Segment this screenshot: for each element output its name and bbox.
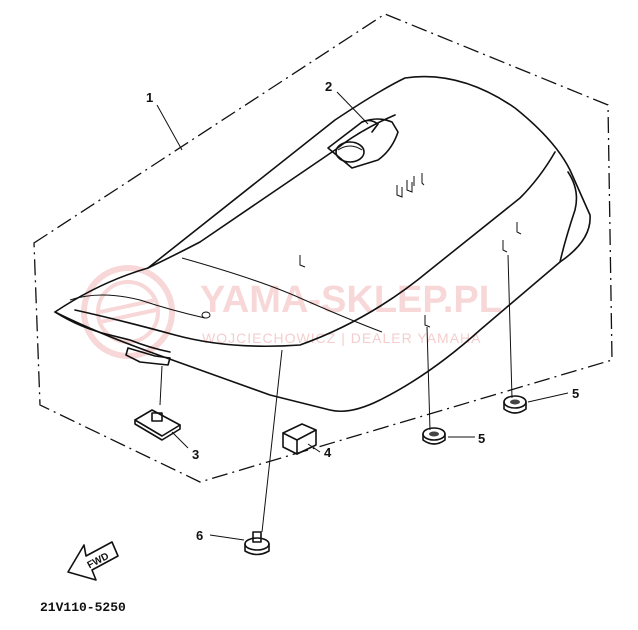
bracket-part-3: [134, 409, 181, 441]
callout-5a: 5: [478, 431, 485, 446]
seat-front-crease: [69, 294, 206, 319]
watermark-subtitle: WOJCIECHOWICZ | DEALER YAMAHA: [202, 330, 481, 346]
seat-base-edge: [559, 171, 578, 263]
callout-4: 4: [324, 445, 332, 460]
callout-5b: 5: [572, 386, 579, 401]
diagram-code: 21V110-5250: [40, 600, 126, 615]
seat-hole: [201, 311, 211, 319]
seat-outline: [54, 75, 591, 413]
seat-side-edge: [74, 151, 556, 348]
callout-6: 6: [196, 528, 203, 543]
cushion-part-5a: [422, 427, 446, 445]
assembly-boundary: [33, 13, 613, 483]
forward-arrow-icon: FWD: [67, 541, 119, 581]
watermark-title: YAMA-SKLEP.PL: [200, 279, 502, 321]
damper-part-4: [282, 423, 317, 455]
nut-part-6: [244, 531, 270, 556]
dealer-logo-icon: [81, 265, 175, 359]
seat-top-edge: [147, 114, 396, 269]
seat-center-line: [181, 257, 383, 333]
callout-3: 3: [192, 447, 199, 462]
cushion-part-5b: [503, 395, 527, 414]
seat-hook: [125, 347, 171, 366]
leader-lines: [156, 91, 569, 541]
callout-2: 2: [325, 79, 332, 94]
seat-strap: [327, 118, 399, 169]
seat-front-tongue: [54, 311, 171, 353]
callout-1: 1: [146, 90, 153, 105]
seat-assembly: [54, 75, 591, 413]
watermark: YAMA-SKLEP.PL WOJCIECHOWICZ | DEALER YAM…: [81, 265, 502, 359]
mounting-studs: [299, 173, 522, 328]
